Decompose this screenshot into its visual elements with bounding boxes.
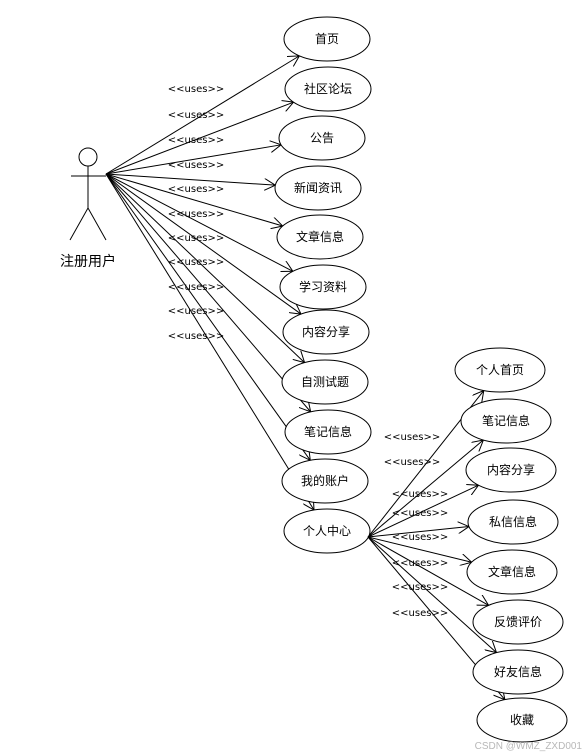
sub-use-case-c-notes[interactable]: 笔记信息 <box>460 398 552 444</box>
uses-label: <<uses>> <box>168 282 224 293</box>
uses-label: <<uses>> <box>168 160 224 171</box>
uses-label: <<uses>> <box>392 608 448 619</box>
uses-edge-c-feedback <box>367 536 489 605</box>
uses-edge-forum <box>105 102 294 175</box>
uses-edge-center <box>105 173 314 510</box>
use-case-notes[interactable]: 笔记信息 <box>284 409 372 455</box>
use-case-home[interactable]: 首页 <box>283 16 371 62</box>
use-case-study[interactable]: 学习资料 <box>279 264 367 310</box>
uses-edge-c-share <box>367 485 479 538</box>
use-case-label: 社区论坛 <box>304 81 352 96</box>
use-case-label: 个人首页 <box>476 363 524 377</box>
use-case-label: 私信信息 <box>489 514 537 529</box>
use-case-quiz[interactable]: 自测试题 <box>281 359 369 405</box>
uses-edge-study <box>105 173 293 271</box>
uses-edge-notes <box>105 173 311 412</box>
uses-edge-c-msg <box>367 527 469 538</box>
use-case-label: 笔记信息 <box>482 413 530 428</box>
sub-use-case-c-friends[interactable]: 好友信息 <box>472 649 564 695</box>
use-case-label: 自测试题 <box>301 374 349 389</box>
sub-use-case-c-feedback[interactable]: 反馈评价 <box>472 599 564 645</box>
sub-use-case-c-home[interactable]: 个人首页 <box>454 347 546 393</box>
use-case-label: 新闻资讯 <box>294 180 342 195</box>
uses-label: <<uses>> <box>392 582 448 593</box>
uses-label: <<uses>> <box>168 184 224 195</box>
use-case-account[interactable]: 我的账户 <box>281 458 369 504</box>
use-case-label: 笔记信息 <box>304 424 352 439</box>
use-case-label: 首页 <box>315 32 339 46</box>
uses-edge-news <box>105 173 275 185</box>
uses-edge-account <box>105 173 310 460</box>
use-case-label: 个人中心 <box>303 523 351 538</box>
uses-edge-notice <box>105 145 281 175</box>
use-case-news[interactable]: 新闻资讯 <box>274 165 362 211</box>
use-case-label: 好友信息 <box>494 664 542 679</box>
uses-label: <<uses>> <box>392 532 448 543</box>
uses-label: <<uses>> <box>168 209 224 220</box>
uses-edge-article <box>105 173 283 226</box>
uses-label: <<uses>> <box>168 135 224 146</box>
uses-edge-share <box>105 173 301 314</box>
use-case-notice[interactable]: 公告 <box>278 115 366 161</box>
uses-label: <<uses>> <box>392 558 448 569</box>
uses-label: <<uses>> <box>168 84 224 95</box>
actor-label: 注册用户 <box>60 253 116 270</box>
uses-label: <<uses>> <box>168 257 224 268</box>
uses-label: <<uses>> <box>384 457 440 468</box>
uses-label: <<uses>> <box>168 233 224 244</box>
use-case-label: 内容分享 <box>487 462 535 477</box>
uses-label: <<uses>> <box>392 508 448 519</box>
use-case-label: 内容分享 <box>302 324 350 339</box>
use-case-article[interactable]: 文章信息 <box>276 214 364 260</box>
use-case-label: 反馈评价 <box>494 615 542 629</box>
sub-use-case-c-msg[interactable]: 私信信息 <box>467 499 559 545</box>
uses-label: <<uses>> <box>168 331 224 342</box>
uses-edge-home <box>105 56 299 175</box>
uses-label: <<uses>> <box>392 489 448 500</box>
uses-edge-c-friends <box>367 536 497 653</box>
sub-use-case-c-article[interactable]: 文章信息 <box>466 549 558 595</box>
uses-edge-c-notes <box>367 440 483 538</box>
use-case-center[interactable]: 个人中心 <box>283 508 371 554</box>
use-case-label: 学习资料 <box>299 279 347 294</box>
use-case-label: 文章信息 <box>488 564 536 579</box>
uses-edge-quiz <box>105 173 305 363</box>
use-case-label: 公告 <box>310 131 334 145</box>
actor-registered-user[interactable]: 注册用户 <box>60 147 116 270</box>
uses-label: <<uses>> <box>168 306 224 317</box>
use-case-share[interactable]: 内容分享 <box>282 309 370 355</box>
use-case-label: 文章信息 <box>296 229 344 244</box>
sub-use-case-c-share[interactable]: 内容分享 <box>465 447 557 493</box>
use-case-forum[interactable]: 社区论坛 <box>284 66 372 112</box>
use-case-label: 我的账户 <box>301 473 349 488</box>
actor-uses-relations: <<uses>> <<uses>> <<uses>> <<uses>> <<uses>>… <box>105 56 314 510</box>
watermark: CSDN @WMZ_ZXD001 <box>474 741 582 752</box>
uses-label: <<uses>> <box>384 432 440 443</box>
uses-edge-c-article <box>367 536 472 562</box>
sub-use-case-c-fav[interactable]: 收藏 <box>476 697 568 743</box>
uses-label: <<uses>> <box>168 110 224 121</box>
use-case-label: 收藏 <box>510 713 534 727</box>
